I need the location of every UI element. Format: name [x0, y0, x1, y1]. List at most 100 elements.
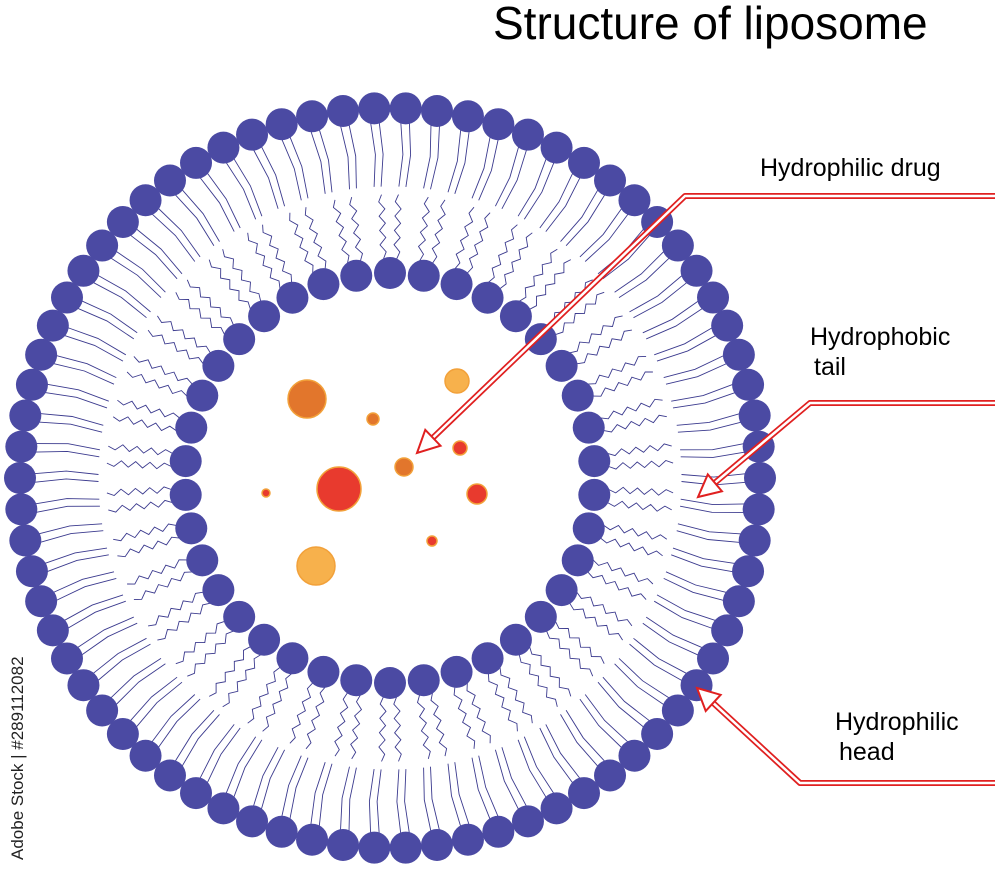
phospholipid-head — [545, 574, 578, 607]
phospholipid-head — [327, 829, 360, 862]
tail-chain — [518, 654, 558, 707]
tail-chain — [454, 130, 470, 194]
tail-chain — [262, 224, 293, 283]
tail-chain — [181, 714, 220, 767]
tail-chain — [478, 138, 499, 201]
phospholipid-head — [153, 759, 186, 792]
tail-chain — [81, 622, 138, 656]
tail-chain — [393, 194, 402, 260]
tail-chain — [46, 383, 109, 402]
tail-chain — [602, 676, 651, 722]
tail-chain — [81, 300, 138, 334]
phospholipid-head — [207, 131, 240, 164]
tail-chain — [471, 757, 491, 820]
tail-chain — [106, 486, 172, 497]
phospholipid-head — [540, 792, 573, 825]
tail-chain — [289, 136, 309, 199]
tail-chain — [430, 125, 440, 190]
tail-chain — [332, 199, 350, 264]
hydrophobic-tails — [33, 122, 747, 834]
tail-chain — [645, 616, 704, 649]
tail-chain — [569, 315, 623, 354]
phospholipid-head — [389, 831, 422, 864]
phospholipid-head — [697, 281, 730, 314]
tail-chain — [92, 637, 147, 675]
tail-chain — [133, 571, 193, 601]
tail-chain — [584, 213, 629, 262]
phospholipid-head — [265, 108, 298, 141]
phospholipid-head — [389, 92, 422, 125]
tail-chain — [281, 138, 302, 201]
phospholipid-head — [471, 642, 504, 675]
tail-chain — [52, 362, 115, 385]
outer-head-layer — [4, 92, 776, 864]
label-hydrophobic-tail: Hydrophobic tail — [810, 322, 950, 382]
phospholipid-head — [661, 694, 694, 727]
tail-chain — [199, 176, 235, 232]
drug-particle — [287, 379, 327, 419]
phospholipid-head — [358, 831, 391, 864]
tail-chain — [318, 763, 333, 827]
tail-chain — [555, 291, 605, 336]
tail-chain — [603, 414, 667, 433]
phospholipid-head — [223, 323, 256, 356]
tail-chain — [671, 383, 734, 402]
drug-particle — [316, 466, 362, 512]
phospholipid-head — [578, 478, 611, 511]
phospholipid-head — [9, 399, 42, 432]
phospholipid-head — [36, 614, 69, 647]
tail-chain — [222, 654, 261, 708]
arrow-hydrophilic-drug-head — [415, 427, 443, 455]
tail-chain — [44, 391, 108, 409]
tail-chain — [233, 157, 263, 217]
tail-chain — [600, 398, 663, 420]
tail-chain — [680, 505, 745, 513]
phospholipid-head — [511, 805, 544, 838]
tail-chain — [115, 663, 166, 706]
tail-chain — [416, 694, 431, 760]
phospholipid-head — [540, 131, 573, 164]
tail-chain — [519, 248, 558, 302]
tail-chain — [565, 194, 606, 247]
tail-chain — [208, 646, 251, 697]
tail-chain — [186, 279, 234, 326]
tail-chain — [576, 329, 632, 365]
phospholipid-head — [561, 544, 594, 577]
phospholipid-head — [106, 205, 139, 238]
label-hydrophilic-head: Hydrophilic head — [835, 707, 959, 767]
tail-chain — [517, 739, 547, 799]
phospholipid-head — [340, 664, 373, 697]
phospholipid-head — [594, 164, 627, 197]
tail-chain — [151, 694, 196, 743]
tail-chain — [499, 667, 533, 724]
tail-chain — [110, 658, 162, 699]
phospholipid-head — [327, 94, 360, 127]
phospholipid-head — [186, 379, 219, 412]
tail-chain — [618, 658, 670, 699]
tail-chain — [488, 224, 518, 283]
tail-chain — [629, 643, 683, 682]
phospholipid-head — [732, 555, 765, 588]
tail-chain — [281, 755, 302, 818]
phospholipid-head — [86, 229, 119, 262]
phospholipid-head — [15, 555, 48, 588]
drug-particle — [296, 546, 336, 586]
phospholipid-head — [661, 229, 694, 262]
phospholipid-head — [407, 664, 440, 697]
tail-chain — [208, 259, 251, 310]
tail-chain — [587, 355, 647, 385]
phospholipid-head — [169, 445, 202, 478]
tail-chain — [614, 663, 665, 706]
phospholipid-head — [180, 777, 213, 810]
tail-chain — [560, 714, 599, 767]
tail-chain — [680, 443, 745, 451]
label-arrows — [415, 193, 995, 786]
tail-chain — [252, 746, 279, 807]
tail-chain — [587, 571, 647, 600]
tail-chain — [487, 673, 518, 732]
tail-chain — [92, 281, 147, 319]
phospholipid-head — [451, 823, 484, 856]
phospholipid-head — [5, 493, 38, 526]
phospholipid-head — [86, 694, 119, 727]
tail-chain — [133, 356, 193, 385]
